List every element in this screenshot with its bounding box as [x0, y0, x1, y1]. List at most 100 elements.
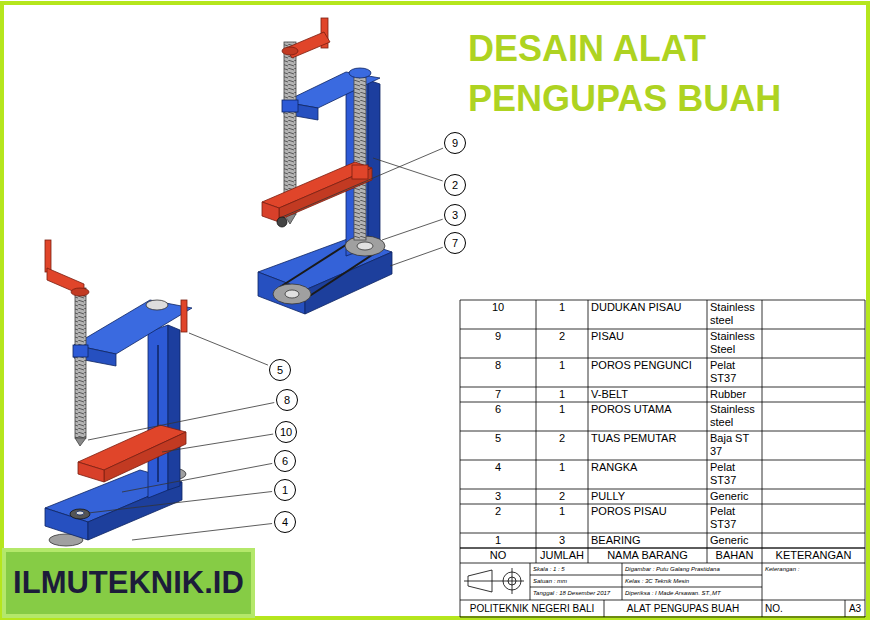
view-upper-part	[262, 202, 279, 222]
table-rule	[460, 563, 461, 617]
callout-circle: 6	[274, 450, 296, 472]
callout-number: 7	[452, 237, 458, 250]
callout-number: 8	[284, 394, 290, 407]
view-lower-part	[78, 462, 104, 482]
view-upper-part	[354, 72, 366, 240]
table-rule	[707, 300, 708, 563]
view-lower-part	[168, 325, 180, 490]
title-text: DESAIN ALAT PENGUPAS BUAH	[468, 24, 868, 124]
view-upper-part	[282, 47, 298, 55]
callout-number: 9	[452, 137, 458, 150]
table-cell: PISAU	[588, 329, 707, 358]
table-rule	[588, 300, 589, 563]
leader-line	[88, 403, 274, 440]
title-block-field: Diperiksa : I Made Arsawan. ST.,MT	[622, 587, 762, 599]
view-lower-part	[70, 509, 90, 519]
leader-line	[132, 524, 272, 540]
callout-circle: 5	[269, 359, 291, 381]
view-lower-part	[45, 240, 51, 272]
leader-line	[88, 492, 272, 513]
table-rule	[762, 563, 763, 617]
table-cell: Pelat ST37	[707, 504, 762, 533]
table-cell: BEARING	[588, 533, 707, 548]
table-rule	[460, 431, 865, 432]
table-cell: Stainless steel	[707, 402, 762, 431]
table-cell: Rubber	[707, 387, 762, 402]
callout-number: 10	[280, 426, 292, 439]
callout-circle: 3	[444, 204, 466, 226]
callout-number: 4	[282, 516, 288, 529]
table-cell: POROS UTAMA	[588, 402, 707, 431]
table-cell: 2	[460, 504, 536, 533]
table-cell: Baja ST 37	[707, 431, 762, 460]
view-lower-part	[75, 288, 86, 438]
table-cell: Generic	[707, 489, 762, 504]
view-lower-part	[181, 300, 187, 332]
watermark: ILMUTEKNIK.ID	[2, 548, 255, 618]
table-cell: 8	[460, 358, 536, 387]
title-block-field: Skala : 1 : 5	[530, 563, 622, 575]
view-lower-part	[74, 300, 192, 354]
table-cell: DUDUKAN PISAU	[588, 300, 707, 329]
title-block-field: Tanggal : 18 Desember 2017	[530, 587, 622, 599]
view-upper-part	[305, 252, 392, 314]
table-rule	[865, 563, 866, 617]
table-rule	[460, 402, 865, 403]
view-lower-part	[148, 325, 168, 498]
title-block-field: Satuan : mm	[530, 575, 622, 587]
table-rule	[604, 600, 605, 617]
view-upper-part	[357, 242, 373, 250]
table-header: KETERANGAN	[762, 548, 865, 563]
table-rule	[460, 460, 865, 461]
view-lower-part	[157, 345, 159, 482]
table-header: NAMA BARANG	[588, 548, 707, 563]
callout-circle: 7	[444, 232, 466, 254]
table-cell: RANGKA	[588, 460, 707, 489]
view-upper-part	[280, 241, 352, 287]
table-cell: 1	[536, 460, 588, 489]
leader-line	[162, 434, 273, 452]
table-cell: Stainless steel	[707, 300, 762, 329]
table-rule	[460, 358, 865, 359]
view-upper-part	[285, 290, 299, 298]
table-cell: POROS PISAU	[588, 504, 707, 533]
table-cell: Generic	[707, 533, 762, 548]
table-cell: 6	[460, 402, 536, 431]
table-cell: 5	[460, 431, 536, 460]
callout-number: 5	[277, 364, 283, 377]
table-cell: 7	[460, 387, 536, 402]
table-cell: 1	[460, 533, 536, 548]
table-cell: POROS PENGUNCI	[588, 358, 707, 387]
view-upper-part	[302, 251, 378, 301]
table-cell: 1	[536, 504, 588, 533]
table-rule	[536, 300, 537, 563]
table-header: JUMLAH	[536, 548, 588, 563]
table-cell: 1	[536, 358, 588, 387]
table-rule	[762, 300, 763, 563]
table-cell: Stainless Steel	[707, 329, 762, 358]
callout-circle: 10	[275, 421, 297, 443]
table-rule	[460, 329, 865, 330]
sheet-size: A3	[845, 600, 865, 617]
title-block-field: Digambar : Putu Galang Prastidana	[622, 563, 762, 575]
callout-number: 3	[452, 209, 458, 222]
view-lower	[45, 240, 192, 546]
table-rule	[530, 563, 531, 600]
table-rule	[460, 563, 865, 564]
table-rule	[460, 300, 461, 563]
view-upper-part	[273, 284, 311, 304]
callout-number: 6	[282, 455, 288, 468]
table-cell: 1	[536, 387, 588, 402]
view-lower-part	[71, 288, 89, 296]
view-lower-part	[104, 432, 186, 482]
table-cell: Pelat ST37	[707, 460, 762, 489]
table-rule	[460, 533, 865, 534]
view-upper-part	[277, 217, 287, 227]
projection-symbol-part	[512, 568, 513, 594]
table-rule	[460, 300, 865, 301]
table-rule	[845, 600, 846, 617]
callout-number: 1	[282, 484, 288, 497]
projection-symbol-part	[464, 581, 524, 582]
table-rule	[460, 387, 865, 388]
